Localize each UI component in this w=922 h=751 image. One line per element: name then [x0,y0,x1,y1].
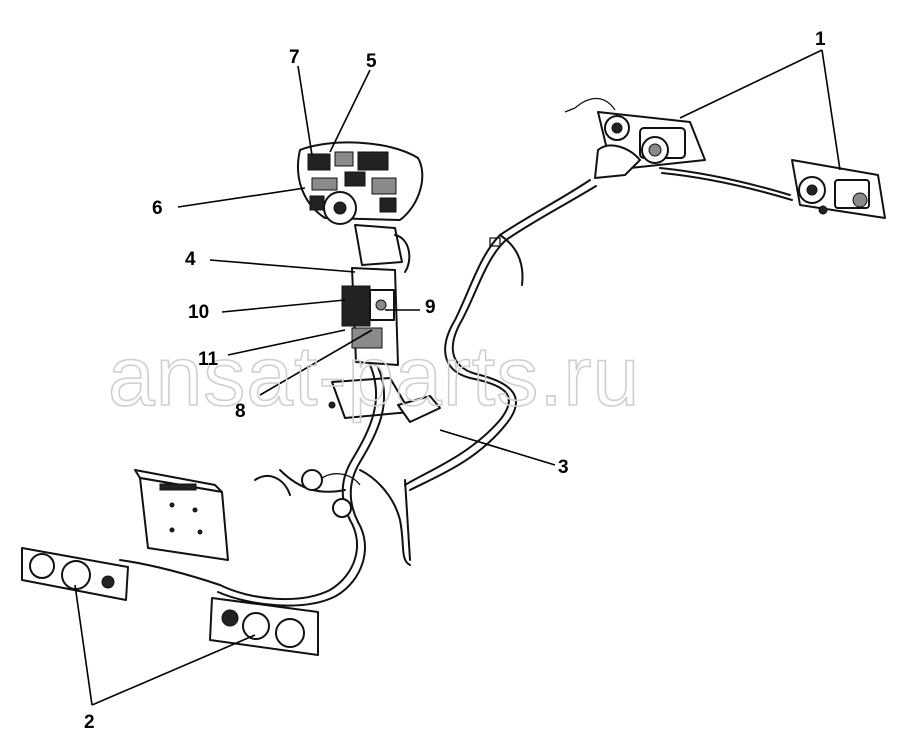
callout-11: 11 [198,349,219,370]
callout-1: 1 [815,29,826,50]
rear-light-link-cable [659,167,791,196]
front-light-right [209,597,319,656]
callout-6: 6 [152,198,163,219]
callout-5: 5 [366,51,377,72]
callout-4: 4 [185,249,196,270]
front-light-left [21,547,129,601]
mounting-plate [134,469,229,561]
leader-lines [74,49,841,706]
callout-9: 9 [425,297,436,318]
rear-light-link-cable-b [661,172,793,201]
callout-labels: 1 2 3 4 5 6 7 8 9 10 11 [84,29,826,733]
callout-10: 10 [188,302,209,323]
rear-light-right [791,159,886,219]
relay-module [328,377,441,423]
instrument-cluster [296,141,424,225]
handlebar-column [341,224,411,366]
watermark-text: ansat-parts.ru [108,329,640,423]
front-harness [119,364,411,607]
rear-light-left [564,97,706,179]
callout-7: 7 [289,47,300,68]
callout-3: 3 [558,457,569,478]
callout-8: 8 [235,401,246,422]
callout-2: 2 [84,712,95,733]
